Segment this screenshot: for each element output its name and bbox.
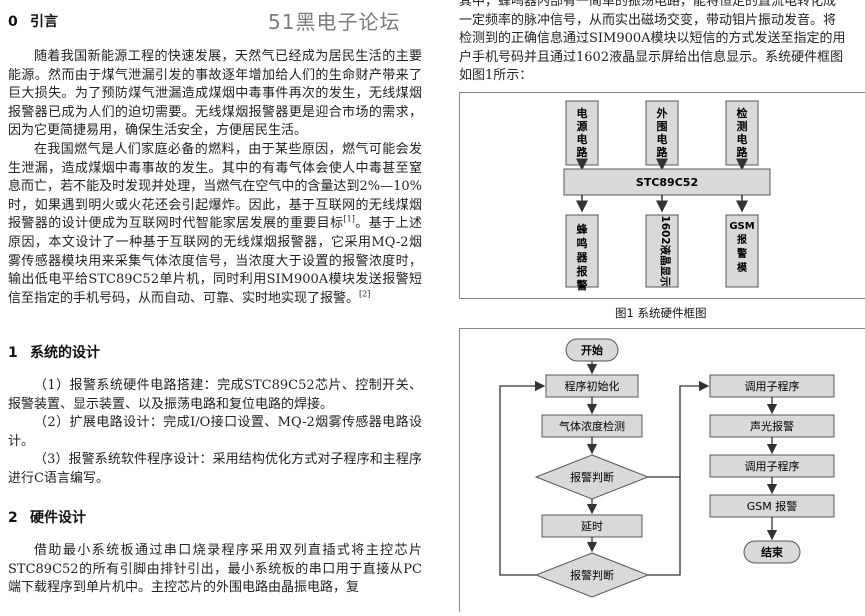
end-terminal — [743, 540, 801, 564]
gsm-alarm-block — [725, 214, 759, 288]
reference-1: [1] — [343, 215, 355, 225]
yes-arrow-1 — [648, 380, 710, 478]
figure-2-box: 开始 程序初始化 气体浓度检测 报警判断 延时 报警判断 — [459, 328, 865, 612]
power-circuit-label: 电源电路 — [577, 106, 589, 159]
detection-circuit-block — [725, 100, 759, 166]
hardware-paragraph: 借助最小系统板通过串口烧录程序采用双列直插式将主控芯片STC89C52的所有引脚… — [8, 543, 422, 596]
init-label: 程序初始化 — [565, 379, 620, 393]
system-item-1: （1）报警系统硬件电路搭建：完成STC89C52芯片、控制开关、报警装置、显示装… — [8, 378, 422, 412]
detect-label: 气体浓度检测 — [559, 419, 625, 433]
peripheral-circuit-block — [645, 100, 679, 166]
section-number: 0 — [8, 14, 18, 30]
buzzer-alarm-block — [565, 214, 599, 288]
intro-paragraph-1: 随着我国新能源工程的快速发展，天然气已经成为居民生活的主要能源。然而由于煤气泄漏… — [8, 49, 422, 139]
intro-paragraph-2-cont: 。基于上述原因，本文设计了一种基于互联网的无线煤烟报警器，它采用MQ-2烟雾传感… — [8, 216, 422, 306]
right-column: 其中，蜂鸣器内部有一简单的振荡电路，能将恒定的直流电转化成 一定频率的脉冲信号，… — [455, 0, 865, 612]
end-label: 结束 — [760, 545, 784, 559]
system-item-2: （2）扩展电路设计：完成I/O接口设置、MQ-2烟雾传感器电路设计。 — [8, 415, 422, 449]
hardware-block-diagram: 电源电路 外围电路 检测电路 STC89C52 蜂鸣器报警 — [563, 100, 771, 292]
call-label: 调用子程序 — [745, 379, 800, 393]
start-label: 开始 — [581, 343, 603, 357]
system-item-3: （3）报警系统软件程序设计：采用结构优化方式对子程序和主程序进行C语言编写。 — [8, 452, 422, 486]
sound-label: 声光报警 — [750, 419, 794, 433]
software-flowchart: 开始 程序初始化 气体浓度检测 报警判断 延时 报警判断 — [499, 338, 835, 598]
judge1-label: 报警判断 — [570, 470, 614, 484]
yes-arrow-2 — [648, 477, 681, 576]
delay-label: 延时 — [581, 520, 603, 533]
right-paragraph: 其中，蜂鸣器内部有一简单的振荡电路，能将恒定的直流电转化成 一定频率的脉冲信号，… — [459, 0, 846, 84]
gsm-label: GSM 报警 — [747, 499, 798, 513]
section-title: 硬件设计 — [30, 510, 86, 526]
call2-label: 调用子程序 — [745, 459, 800, 473]
figure-1-caption: 图1 系统硬件框图 — [615, 306, 707, 320]
judge2-label: 报警判断 — [570, 568, 614, 582]
left-column: 51黑电子论坛 0 引言 随着我国新能源工程的快速发展，天然气已经成为居民生活的主… — [0, 0, 430, 611]
reference-2: [2] — [359, 289, 371, 299]
watermark: 51黑电子论坛 — [268, 10, 401, 34]
intro-paragraph-2: 在我国燃气是人们家庭必备的燃料，由于某些原因，燃气可能会发生泄漏，造成煤烟中毒事… — [8, 141, 422, 308]
loop-arrow-1 — [499, 380, 546, 576]
power-circuit-block — [565, 100, 599, 166]
hardware-heading: 2 硬件设计 — [8, 507, 86, 527]
system-heading: 1 系统的设计 — [8, 342, 100, 362]
alarm-decision-2 — [534, 552, 650, 598]
lcd-display-label: 1602液晶显示 — [659, 215, 672, 287]
mcu-block — [563, 168, 771, 196]
buzzer-alarm-label: 蜂鸣器报警 — [576, 222, 589, 292]
lcd-display-block — [645, 214, 679, 288]
section-title: 系统的设计 — [30, 345, 100, 361]
intro-heading: 0 引言 — [8, 11, 58, 31]
intro-paragraph-2-text: 在我国燃气是人们家庭必备的燃料，由于某些原因，燃气可能会发生泄漏，造成煤烟中毒事… — [8, 142, 422, 232]
figure-1-box: 电源电路 外围电路 检测电路 STC89C52 蜂鸣器报警 — [459, 92, 865, 299]
mcu-label: STC89C52 — [636, 176, 698, 189]
section-number: 1 — [8, 345, 18, 361]
section-title: 引言 — [30, 14, 58, 30]
section-number: 2 — [8, 510, 18, 526]
detection-circuit-label: 检测电路 — [737, 106, 749, 159]
peripheral-circuit-label: 外围电路 — [656, 106, 669, 159]
